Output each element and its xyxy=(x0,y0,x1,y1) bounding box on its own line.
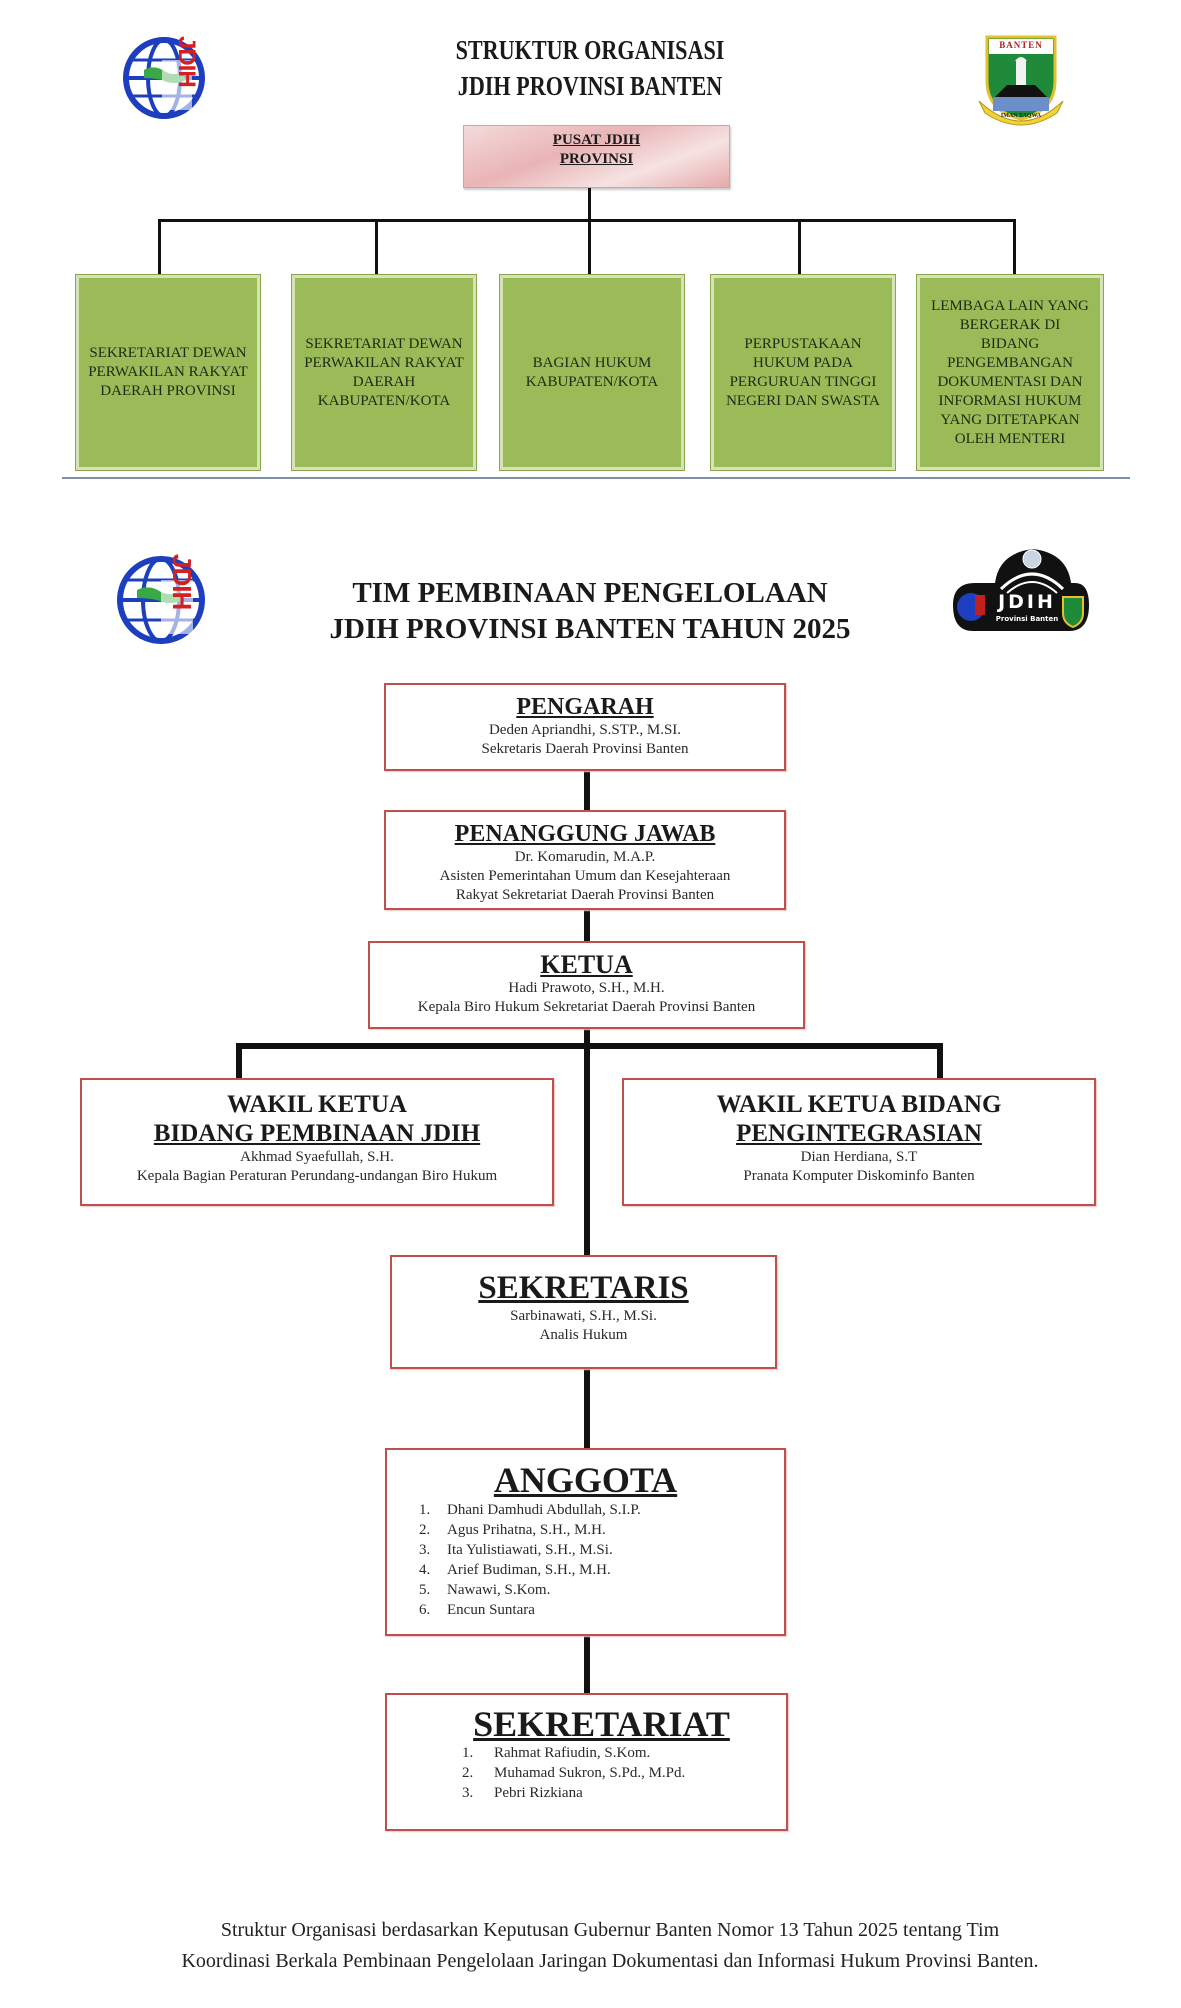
list-item: 2.Muhamad Sukron, S.Pd., M.Pd. xyxy=(462,1765,686,1781)
connector xyxy=(798,219,801,275)
sekretaris-position: Analis Hukum xyxy=(539,1327,628,1343)
jdih-logo-text: JDIH xyxy=(167,554,197,610)
connector xyxy=(584,1634,590,1696)
connector xyxy=(1013,219,1016,275)
list-item: 3.Ita Yulistiawati, S.H., M.Si. xyxy=(419,1542,613,1558)
banten-emblem-text: BANTEN xyxy=(999,40,1043,50)
penanggung-jawab-box: PENANGGUNG JAWAB Dr. Komarudin, M.A.P. A… xyxy=(384,810,786,910)
pusat-jdih-box: PUSAT JDIH PROVINSI xyxy=(463,125,730,188)
top-title-line1: STRUKTUR ORGANISASI xyxy=(455,35,725,65)
badge-title: JDIH xyxy=(998,591,1056,613)
sekretaris-title: SEKRETARIS xyxy=(478,1270,689,1306)
footer-line2: Koordinasi Berkala Pembinaan Pengelolaan… xyxy=(181,1950,1039,1972)
sekretariat-list: 1.Rahmat Rafiudin, S.Kom. 2.Muhamad Sukr… xyxy=(462,1743,786,1803)
jdih-logo-bottom: JDIH xyxy=(115,548,225,650)
footer-note: Struktur Organisasi berdasarkan Keputusa… xyxy=(100,1915,1120,1977)
wakil-ketua-pengintegrasian-box: WAKIL KETUA BIDANG PENGINTEGRASIAN Dian … xyxy=(622,1078,1096,1206)
wakil-ketua-2-title-line2: PENGINTEGRASIAN xyxy=(736,1120,982,1147)
sekretariat-box: SEKRETARIAT 1.Rahmat Rafiudin, S.Kom. 2.… xyxy=(385,1693,788,1831)
connector xyxy=(236,1043,242,1079)
list-item: 3.Pebri Rizkiana xyxy=(462,1785,583,1801)
connector xyxy=(584,1025,590,1260)
pusat-line1: PUSAT JDIH xyxy=(552,132,641,148)
member-label: PERPUSTAKAAN HUKUM PADA PERGURUAN TINGGI… xyxy=(726,335,880,409)
anggota-list: 1.Dhani Damhudi Abdullah, S.I.P. 2.Agus … xyxy=(419,1500,784,1620)
wakil-ketua-1-position: Kepala Bagian Peraturan Perundang-undang… xyxy=(136,1168,498,1184)
anggota-box: ANGGOTA 1.Dhani Damhudi Abdullah, S.I.P.… xyxy=(385,1448,786,1636)
jdih-provinsi-banten-badge: JDIH Provinsi Banten xyxy=(945,545,1095,637)
ketua-box: KETUA Hadi Prawoto, S.H., M.H. Kepala Bi… xyxy=(368,941,805,1029)
bottom-title: TIM PEMBINAAN PENGELOLAAN JDIH PROVINSI … xyxy=(290,575,890,647)
penanggung-jawab-position-2: Rakyat Sekretariat Daerah Provinsi Bante… xyxy=(455,887,715,903)
ketua-title: KETUA xyxy=(540,950,633,979)
wakil-ketua-1-title-line2: BIDANG PEMBINAAN JDIH xyxy=(153,1120,481,1147)
wakil-ketua-1-name: Akhmad Syaefullah, S.H. xyxy=(240,1149,394,1165)
connector xyxy=(158,219,1016,222)
penanggung-jawab-title: PENANGGUNG JAWAB xyxy=(454,821,716,847)
banten-emblem: BANTEN IMAN TAQWA xyxy=(975,33,1067,128)
list-item: 2.Agus Prihatna, S.H., M.H. xyxy=(419,1522,606,1538)
penanggung-jawab-name: Dr. Komarudin, M.A.P. xyxy=(514,849,656,865)
list-item: 1.Rahmat Rafiudin, S.Kom. xyxy=(462,1745,651,1761)
member-label: SEKRETARIAT DEWAN PERWAKILAN RAKYAT DAER… xyxy=(304,335,464,409)
connector xyxy=(584,908,590,943)
anggota-title: ANGGOTA xyxy=(493,1460,678,1500)
jdih-logo-text: JDIH xyxy=(173,36,200,87)
top-title: STRUKTUR ORGANISASI JDIH PROVINSI BANTEN xyxy=(434,32,746,104)
pengarah-name: Deden Apriandhi, S.STP., M.SI. xyxy=(488,722,682,738)
bottom-title-line1: TIM PEMBINAAN PENGELOLAAN xyxy=(352,577,828,609)
member-box: SEKRETARIAT DEWAN PERWAKILAN RAKYAT DAER… xyxy=(75,274,261,471)
top-title-line2: JDIH PROVINSI BANTEN xyxy=(457,71,723,101)
ketua-position: Kepala Biro Hukum Sekretariat Daerah Pro… xyxy=(417,999,756,1015)
jdih-logo-top: JDIH xyxy=(122,30,222,125)
wakil-ketua-2-name: Dian Herdiana, S.T xyxy=(800,1149,918,1165)
sekretaris-name: Sarbinawati, S.H., M.Si. xyxy=(510,1308,657,1324)
connector xyxy=(584,1367,590,1452)
list-item: 1.Dhani Damhudi Abdullah, S.I.P. xyxy=(419,1502,641,1518)
pengarah-position: Sekretaris Daerah Provinsi Banten xyxy=(481,741,689,757)
member-label: LEMBAGA LAIN YANG BERGERAK DI BIDANG PEN… xyxy=(931,297,1089,447)
connector xyxy=(588,188,591,221)
section-divider xyxy=(62,477,1130,479)
banten-emblem-motto: IMAN TAQWA xyxy=(1000,113,1042,119)
member-label: SEKRETARIAT DEWAN PERWAKILAN RAKYAT DAER… xyxy=(88,345,248,399)
sekretaris-box: SEKRETARIS Sarbinawati, S.H., M.Si. Anal… xyxy=(390,1255,777,1369)
member-box: BAGIAN HUKUM KABUPATEN/KOTA xyxy=(499,274,685,471)
connector xyxy=(236,1043,943,1049)
pusat-line2: PROVINSI xyxy=(559,151,634,167)
pengarah-title: PENGARAH xyxy=(516,694,654,720)
member-label: BAGIAN HUKUM KABUPATEN/KOTA xyxy=(525,354,659,390)
penanggung-jawab-position-1: Asisten Pemerintahan Umum dan Kesejahter… xyxy=(439,868,731,884)
bottom-title-line2: JDIH PROVINSI BANTEN TAHUN 2025 xyxy=(329,613,851,645)
list-item: 5.Nawawi, S.Kom. xyxy=(419,1582,551,1598)
badge-subtitle: Provinsi Banten xyxy=(995,615,1059,623)
connector xyxy=(158,219,161,275)
connector xyxy=(375,219,378,275)
wakil-ketua-2-position: Pranata Komputer Diskominfo Banten xyxy=(743,1168,975,1184)
list-item: 6.Encun Suntara xyxy=(419,1602,535,1618)
wakil-ketua-2-title-line1: WAKIL KETUA BIDANG xyxy=(716,1091,1002,1118)
connector xyxy=(584,769,590,811)
ketua-name: Hadi Prawoto, S.H., M.H. xyxy=(508,980,665,996)
member-box: SEKRETARIAT DEWAN PERWAKILAN RAKYAT DAER… xyxy=(291,274,477,471)
list-item: 4.Arief Budiman, S.H., M.H. xyxy=(419,1562,611,1578)
pengarah-box: PENGARAH Deden Apriandhi, S.STP., M.SI. … xyxy=(384,683,786,771)
member-box: LEMBAGA LAIN YANG BERGERAK DI BIDANG PEN… xyxy=(916,274,1104,471)
wakil-ketua-1-title-line1: WAKIL KETUA xyxy=(227,1091,407,1118)
connector xyxy=(588,219,591,275)
footer-line1: Struktur Organisasi berdasarkan Keputusa… xyxy=(220,1919,1000,1941)
wakil-ketua-pembinaan-box: WAKIL KETUA BIDANG PEMBINAAN JDIH Akhmad… xyxy=(80,1078,554,1206)
sekretariat-title: SEKRETARIAT xyxy=(473,1704,730,1744)
connector xyxy=(937,1043,943,1079)
member-box: PERPUSTAKAAN HUKUM PADA PERGURUAN TINGGI… xyxy=(710,274,896,471)
